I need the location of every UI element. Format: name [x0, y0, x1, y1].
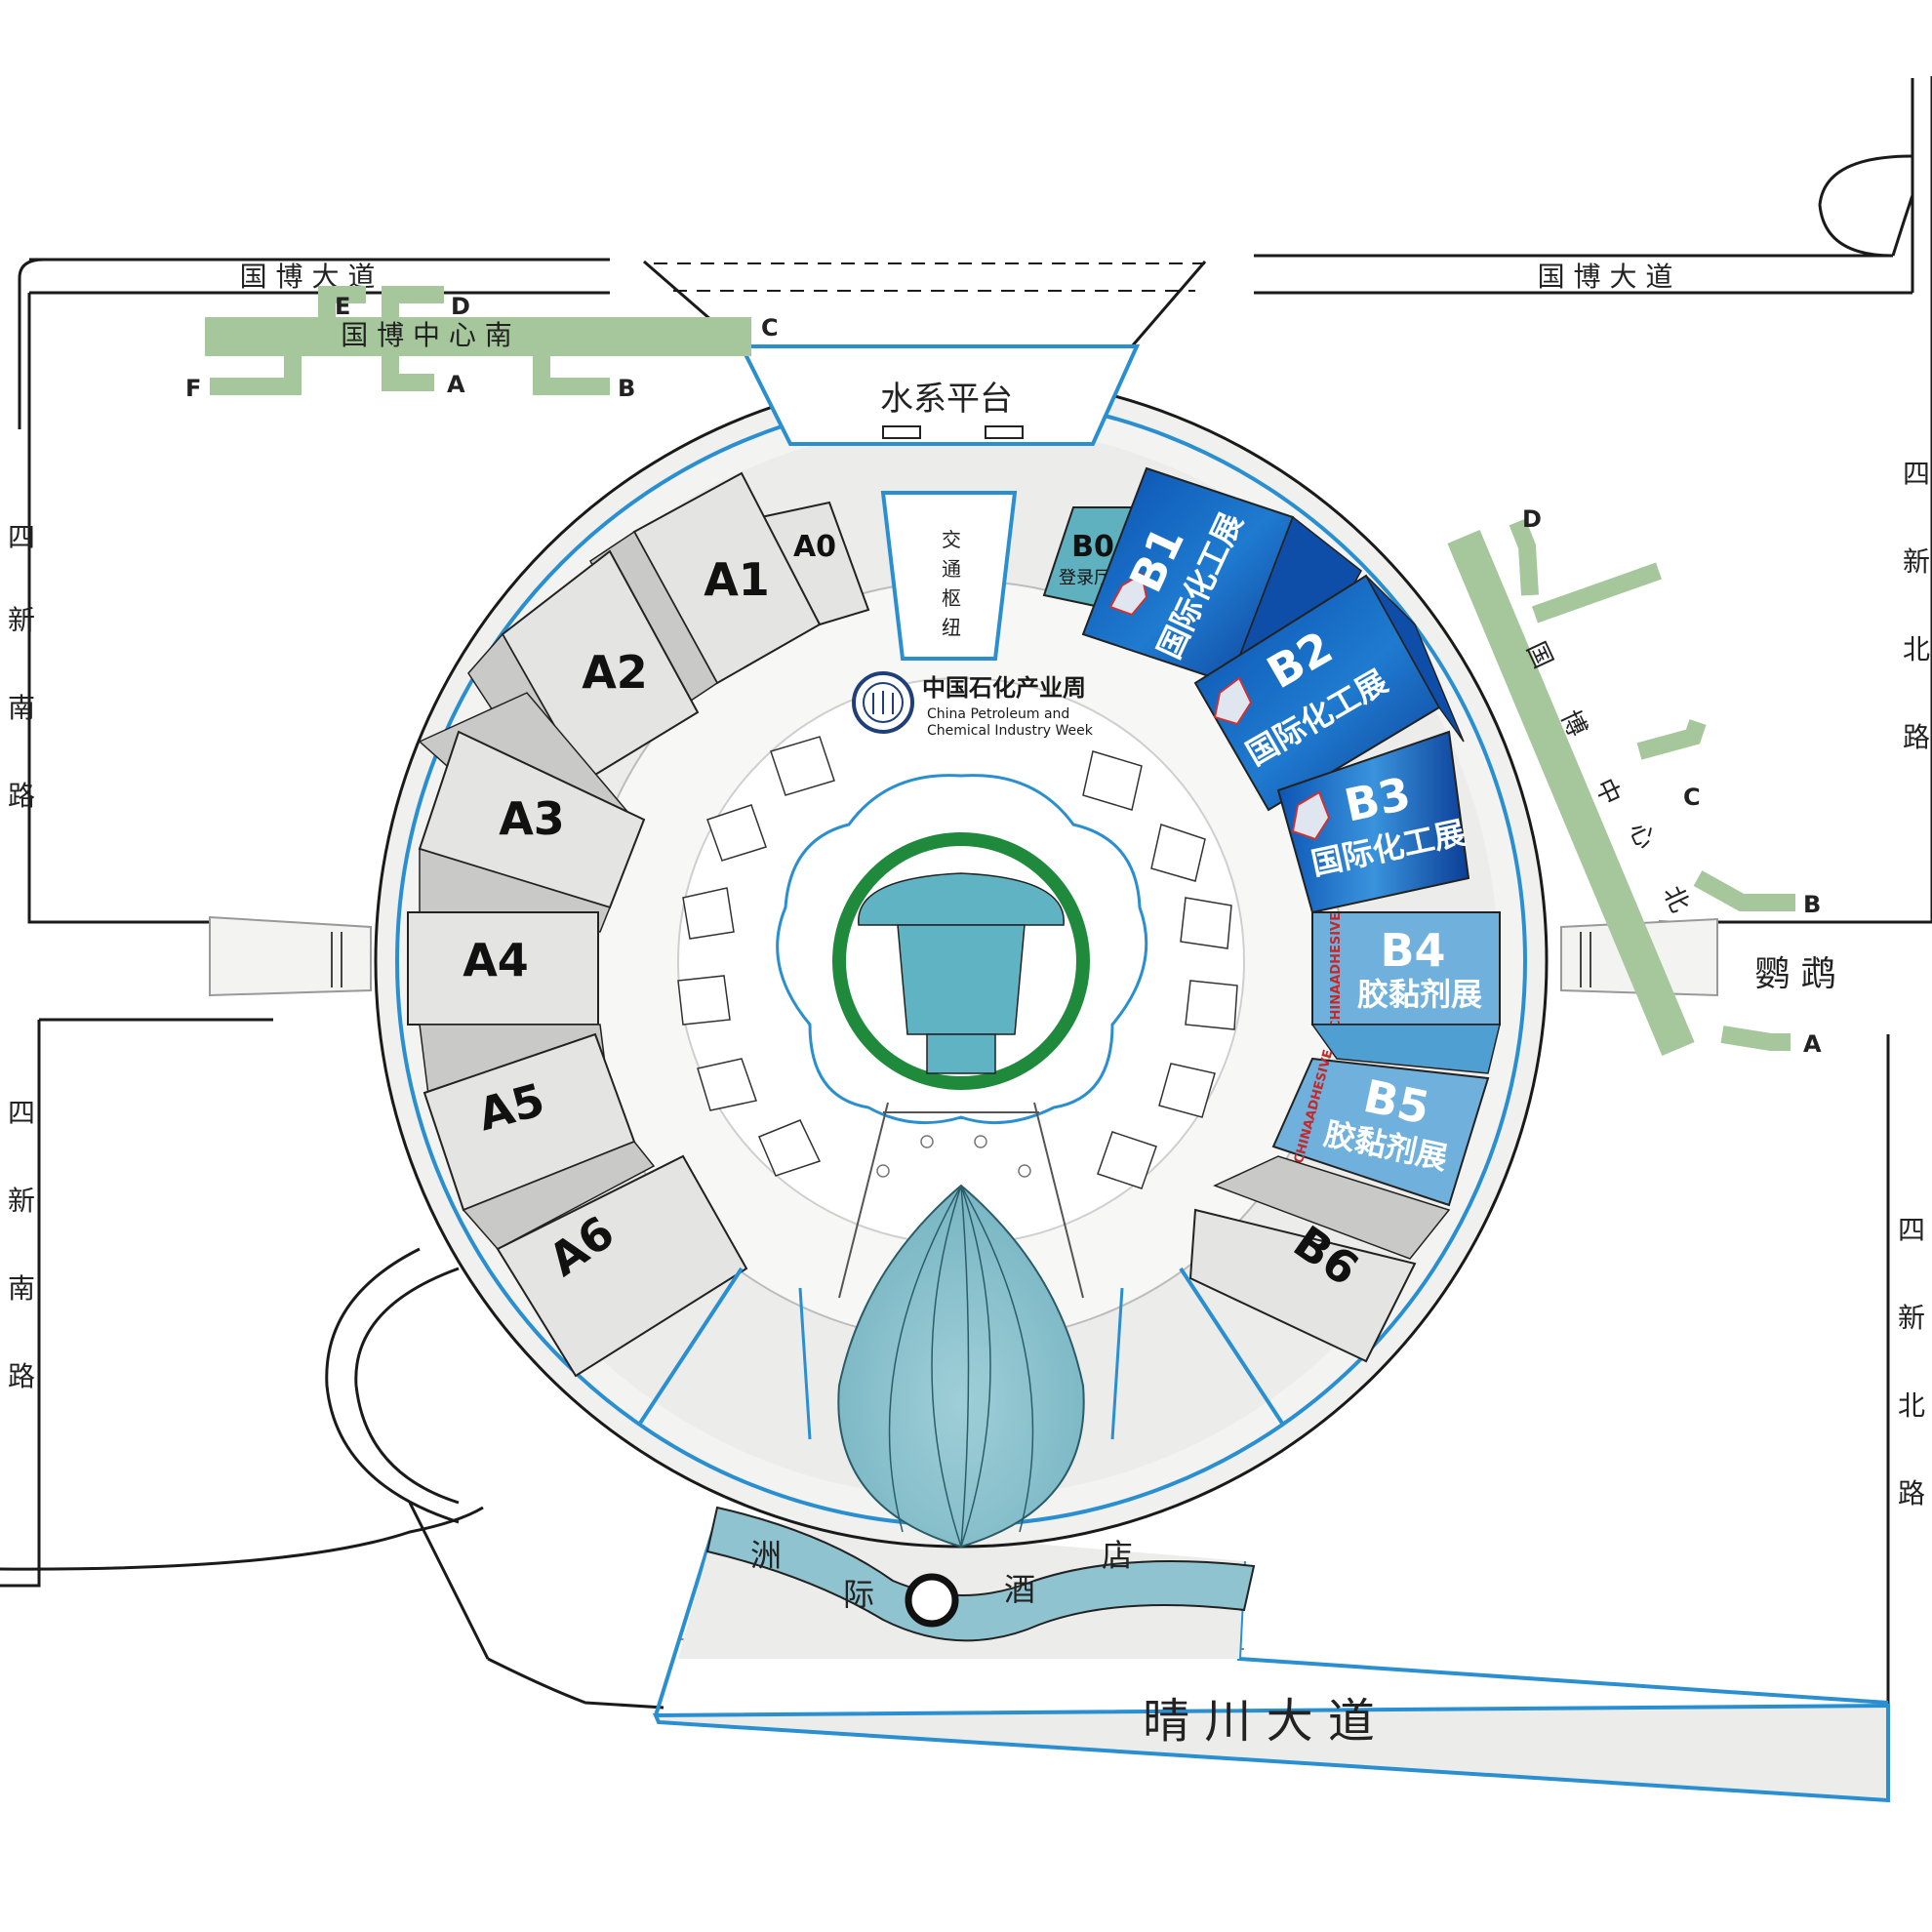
intercontinental-hotel[interactable]: 洲 际 酒 店 [705, 1506, 1256, 1642]
expo-badge-icon [1213, 676, 1253, 726]
metro-north-exit-a[interactable]: A [1803, 1030, 1822, 1058]
hall-b4[interactable]: CHINAADHESIVE B4 胶黏剂展 [1311, 911, 1501, 1029]
water-platform-area [738, 344, 1141, 446]
sixin-south-lower-4: 路 [8, 1360, 35, 1392]
sixin-north-lower-2: 新 [1898, 1302, 1925, 1334]
hotel-char-3: 酒 [1004, 1571, 1035, 1608]
metro-south-station-label: 国 博 中 心 南 [341, 319, 512, 351]
cpciw-logo-icon [852, 671, 914, 734]
hall-a6[interactable]: A6 [462, 1141, 748, 1378]
adhesive-logo: CHINAADHESIVE [1329, 912, 1344, 1029]
metro-south-exit-c[interactable]: C [761, 314, 779, 342]
transport-hub-char-1: 交 [942, 528, 961, 551]
metro-guobo-south: 国 博 中 心 南 E D C F A B [185, 286, 779, 402]
metro-north-exit-d[interactable]: D [1522, 505, 1542, 533]
hall-a0-label: A0 [793, 530, 836, 564]
sixin-south-upper-2: 新 [8, 604, 35, 636]
sixin-south-lower-2: 新 [8, 1185, 35, 1217]
water-platform-label: 水系平台 [880, 380, 1013, 419]
hall-b4-sub: 胶黏剂展 [1357, 976, 1482, 1013]
yingwu-avenue-label: 鹦 鹉 [1754, 954, 1835, 994]
metro-north-char-5: 北 [1657, 881, 1694, 916]
sixin-north-lower-1: 四 [1898, 1214, 1925, 1246]
expo-badge-icon [1108, 572, 1148, 617]
hall-a5[interactable]: A5 [419, 1024, 636, 1212]
metro-north-char-4: 心 [1623, 818, 1660, 853]
sixin-north-upper-3: 北 [1903, 633, 1930, 665]
sixin-north-lower-4: 路 [1898, 1477, 1925, 1509]
metro-north-exit-b[interactable]: B [1803, 891, 1821, 918]
sixin-south-upper-4: 路 [8, 780, 35, 812]
sixin-north-lower-3: 北 [1898, 1389, 1925, 1422]
hall-b6[interactable]: B6 [1188, 1155, 1451, 1363]
metro-north-exit-c[interactable]: C [1683, 784, 1701, 811]
hall-a0[interactable]: A0 [759, 501, 870, 626]
metro-south-exit-f[interactable]: F [185, 375, 201, 402]
hall-b3[interactable]: B3 国际化工展 [1276, 730, 1470, 914]
expo-badge-icon [1291, 790, 1331, 841]
hall-a4[interactable]: A4 [407, 847, 611, 1026]
hotel-char-1: 洲 [750, 1537, 782, 1574]
hall-b0-sub: 登录厅 [1059, 568, 1111, 588]
hall-b5[interactable]: CHINAADHESIVE B5 胶黏剂展 [1271, 1024, 1501, 1207]
metro-south-exit-d[interactable]: D [451, 293, 470, 320]
qingchuan-avenue [652, 1703, 1890, 1803]
hall-a2-label: A2 [582, 646, 648, 699]
hall-a1-label: A1 [704, 553, 770, 606]
qingchuan-avenue-label: 晴 川 大 道 [1143, 1694, 1375, 1749]
sixin-north-upper-1: 四 [1903, 458, 1930, 490]
sixin-south-upper-1: 四 [8, 521, 35, 553]
brand-logo: 中国石化产业周 China Petroleum and Chemical Ind… [852, 671, 1094, 739]
sixin-south-lower-3: 南 [8, 1272, 35, 1305]
b-halls: B0 登录厅 B1 国际化工展 B2 国际化工展 [1042, 466, 1501, 1363]
guobo-avenue-east-label: 国 博 大 道 [1538, 261, 1673, 293]
hall-b2[interactable]: B2 国际化工展 [1193, 574, 1465, 812]
hall-b4-label: B4 [1380, 924, 1445, 977]
sixin-north-upper-4: 路 [1903, 721, 1930, 753]
plaza-pavilions [677, 736, 1238, 1189]
transport-hub-char-2: 通 [942, 557, 961, 581]
hotel-circle-icon [905, 1573, 959, 1628]
hall-a4-label: A4 [463, 934, 529, 986]
transport-hub-char-4: 纽 [942, 616, 961, 639]
hotel-char-4: 店 [1102, 1537, 1133, 1574]
outer-roads [0, 76, 1932, 1795]
sixin-south-lower-1: 四 [8, 1097, 35, 1129]
metro-south-exit-b[interactable]: B [618, 375, 635, 402]
metro-south-exit-e[interactable]: E [335, 293, 350, 320]
sixin-south-upper-3: 南 [8, 692, 35, 724]
road-labels: 国 博 大 道 国 博 大 道 四 新 南 路 四 新 南 路 四 新 北 路 … [8, 261, 1930, 1749]
egg-building[interactable] [837, 1184, 1085, 1549]
brand-name-cn: 中国石化产业周 [922, 674, 1086, 702]
hotel-char-2: 际 [843, 1576, 874, 1613]
central-plaza [637, 736, 1285, 1440]
metro-south-exit-a[interactable]: A [447, 371, 465, 398]
brand-name-en-1: China Petroleum and [927, 706, 1069, 722]
brand-name-en-2: Chemical Industry Week [927, 723, 1094, 739]
transport-hub-char-3: 枢 [942, 586, 961, 610]
a-halls: A0 A1 A2 A3 A4 A5 [407, 471, 870, 1378]
hall-b0-label: B0 [1071, 530, 1114, 564]
hall-a3[interactable]: A3 [418, 683, 646, 909]
hall-a3-label: A3 [499, 792, 565, 845]
transport-hub[interactable] [880, 491, 1018, 661]
sixin-north-upper-2: 新 [1903, 545, 1930, 578]
